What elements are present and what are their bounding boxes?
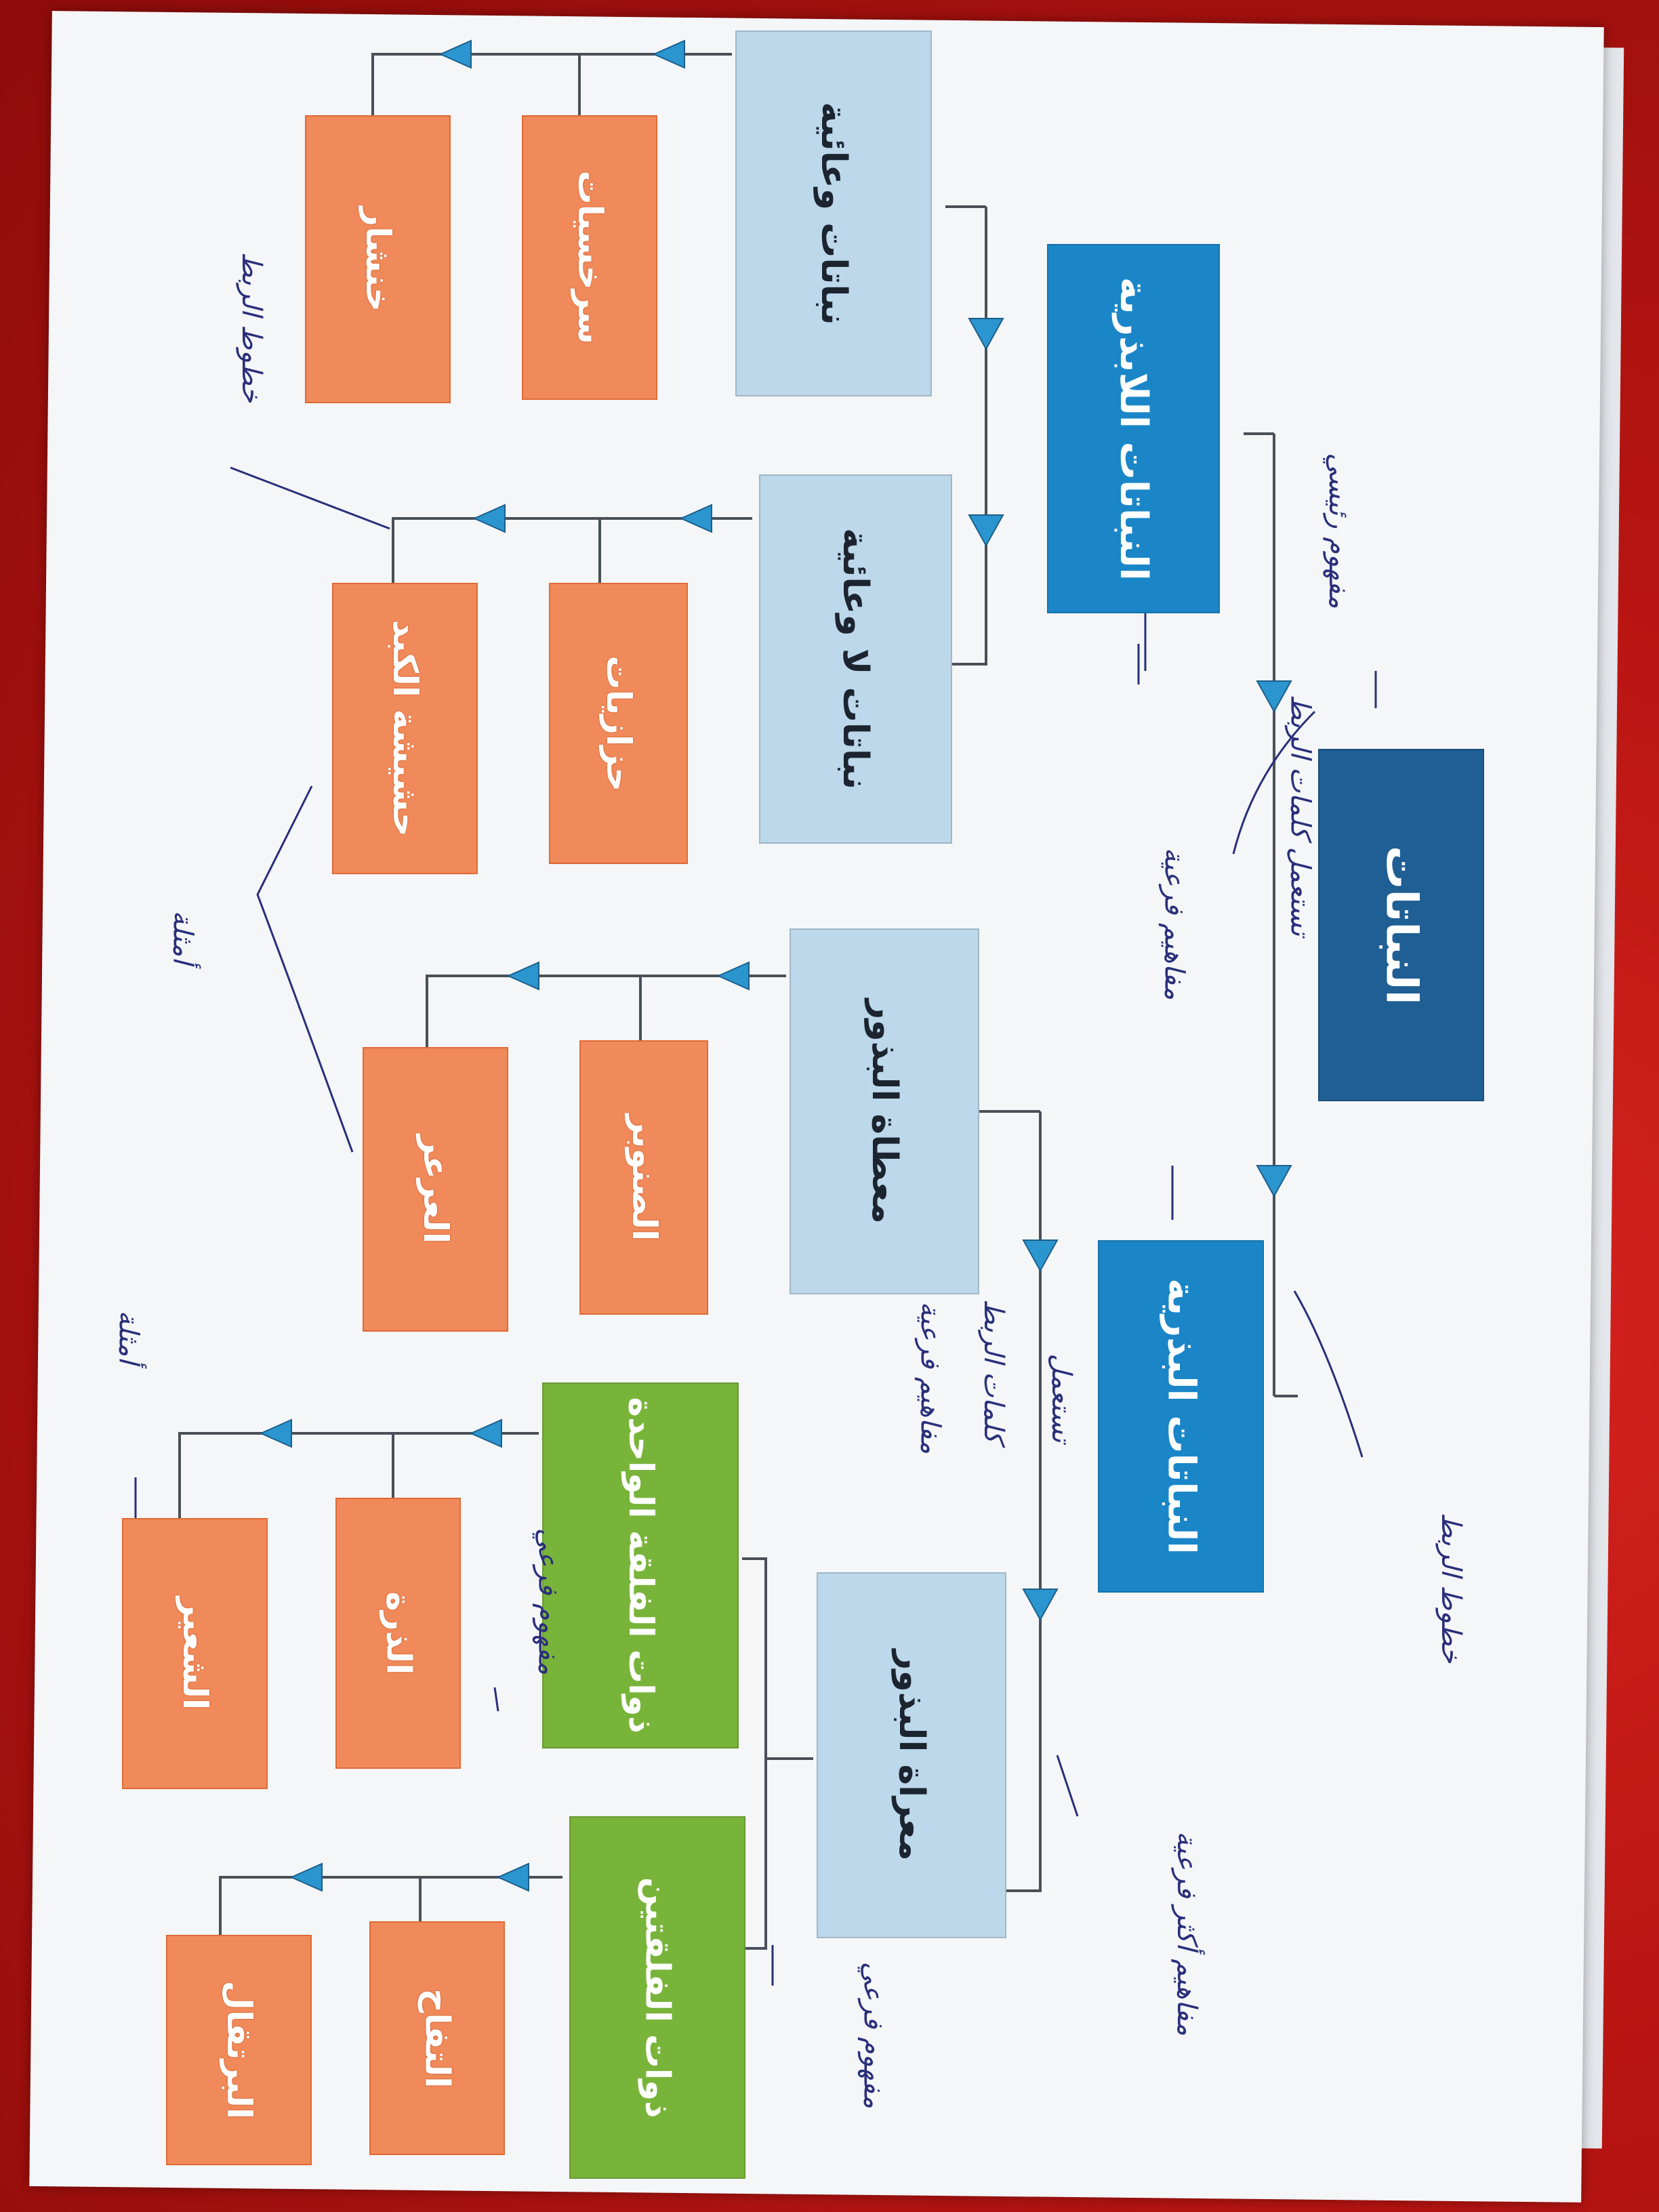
- arrow-dicot-1: [496, 1862, 529, 1892]
- example-horsetail: خنشار: [305, 115, 451, 403]
- angio-to-monocot-line: [742, 1557, 813, 1760]
- monocots-label: ذوات الفلقة الواحدة: [621, 1397, 661, 1734]
- example-wheat-label: الشعير: [176, 1597, 216, 1711]
- example-orange-label: البرتقال: [220, 1980, 260, 2120]
- example-pine: الصنوبر: [579, 1040, 708, 1315]
- nonseed-to-nonvascular-line: [952, 207, 987, 665]
- note-sub-concept-3: مفهوم فرعي: [532, 1528, 564, 1675]
- monocot-examples-line: [178, 1432, 539, 1518]
- example-horsetail-label: خنشار: [359, 207, 398, 312]
- example-wheat: الشعير: [122, 1518, 268, 1789]
- example-mosses-label: حزازيات: [599, 655, 639, 792]
- note-sub-concept-4: مفهوم فرعي: [857, 1961, 889, 2109]
- arrow-vascular-2: [438, 39, 472, 69]
- example-liverwort: حشيشة الكبد: [332, 583, 478, 874]
- arrow-root-down: [1256, 1165, 1292, 1198]
- dicot-examples-line: [219, 1876, 562, 1935]
- note-link-lines-2: خطوط الربط: [1435, 1512, 1467, 1664]
- seed-plants-node: النباتات البذرية: [1098, 1240, 1264, 1593]
- arrow-vascular-1: [652, 39, 685, 69]
- arrow-nonvascular-2: [472, 504, 506, 533]
- example-corn-label: الذرة: [379, 1591, 419, 1675]
- pen-line-link-1: [230, 466, 390, 530]
- nonvascular-plants-label: نباتات لا وعائية: [835, 528, 876, 790]
- note-sub-concepts-1: مفاهيم فرعية: [1158, 847, 1190, 1000]
- pen-line-monocot-pointer: [493, 1687, 499, 1712]
- vascular-examples-line: [371, 53, 732, 115]
- angiosperms-node: معراة البذور: [817, 1572, 1006, 1938]
- arrow-gymno-2: [506, 961, 539, 991]
- gymno-examples-line: [426, 975, 786, 1047]
- arrow-root-up: [1256, 680, 1292, 714]
- note-more-sub-concepts: مفاهيم أكثر فرعية: [1170, 1831, 1202, 2036]
- pen-line-angio-pointer: [1056, 1755, 1079, 1817]
- pen-line-seed-pointer: [1293, 1290, 1364, 1458]
- note-examples-1: أمثلة: [167, 910, 199, 964]
- dicots-node: ذوات الفلقتين: [569, 1816, 745, 2179]
- root-label: النباتات: [1376, 845, 1427, 1005]
- example-apple-label: التفاح: [417, 1988, 457, 2089]
- note-main-concept: مفهوم رئيسي: [1322, 453, 1354, 609]
- angiosperms-label: معراة البذور: [891, 1650, 933, 1861]
- arrow-nonseed-up: [968, 318, 1004, 351]
- monocots-node: ذوات الفلقة الواحدة: [542, 1382, 739, 1748]
- note-uses-link-words: تستعمل كلمات الربط: [1284, 694, 1316, 937]
- arrow-monocot-1: [469, 1418, 502, 1448]
- root-node: النباتات: [1318, 749, 1484, 1101]
- arrow-seed-up: [1022, 1240, 1059, 1273]
- nonvascular-examples-line: [392, 517, 752, 583]
- note-examples-2: أمثلة: [112, 1310, 144, 1364]
- arrow-nonvascular-1: [679, 504, 712, 533]
- arrow-monocot-2: [259, 1418, 292, 1448]
- example-ferns-label: سرخسيات: [570, 170, 610, 345]
- nonvascular-plants-node: نباتات لا وعائية: [759, 474, 952, 844]
- angio-to-dicot-line: [742, 1759, 767, 1950]
- vascular-plants-node: نباتات وعائية: [735, 30, 932, 396]
- dicots-label: ذوات الفلقتين: [638, 1877, 678, 2118]
- example-orange: البرتقال: [166, 1935, 312, 2165]
- note-sub-concepts-2: مفاهيم فرعية: [914, 1301, 946, 1454]
- pen-line-examples-1: [256, 785, 354, 1153]
- note-uses-2: تستعمل: [1045, 1353, 1077, 1443]
- pen-line-uses-1: [1232, 710, 1316, 855]
- example-liverwort-label: حشيشة الكبد: [386, 619, 426, 838]
- seed-to-angio-line: [1003, 1111, 1042, 1892]
- arrow-seed-down: [1022, 1589, 1059, 1622]
- vascular-plants-label: نباتات وعائية: [813, 102, 855, 325]
- nonseed-plants-node: النباتات اللابذرية: [1047, 244, 1220, 613]
- note-link-words-2: كلمات الربط: [978, 1298, 1010, 1443]
- example-ferns: سرخسيات: [522, 115, 657, 400]
- arrow-nonseed-down: [968, 514, 1004, 548]
- nonseed-plants-label: النباتات اللابذرية: [1111, 276, 1156, 581]
- example-apple: التفاح: [369, 1921, 505, 2155]
- gymnosperms-label: معطاة البذور: [864, 999, 905, 1224]
- example-mosses: حزازيات: [549, 583, 688, 864]
- example-corn: الذرة: [335, 1498, 461, 1769]
- example-juniper: العرعر: [363, 1047, 508, 1332]
- gymnosperms-node: معطاة البذور: [790, 928, 979, 1294]
- arrow-dicot-2: [289, 1862, 323, 1892]
- note-link-lines-1: خطوط الربط: [236, 251, 268, 403]
- example-pine-label: الصنوبر: [624, 1114, 664, 1241]
- arrow-gymno-1: [716, 961, 750, 991]
- example-juniper-label: العرعر: [416, 1134, 456, 1244]
- seed-plants-label: النباتات البذرية: [1159, 1278, 1204, 1555]
